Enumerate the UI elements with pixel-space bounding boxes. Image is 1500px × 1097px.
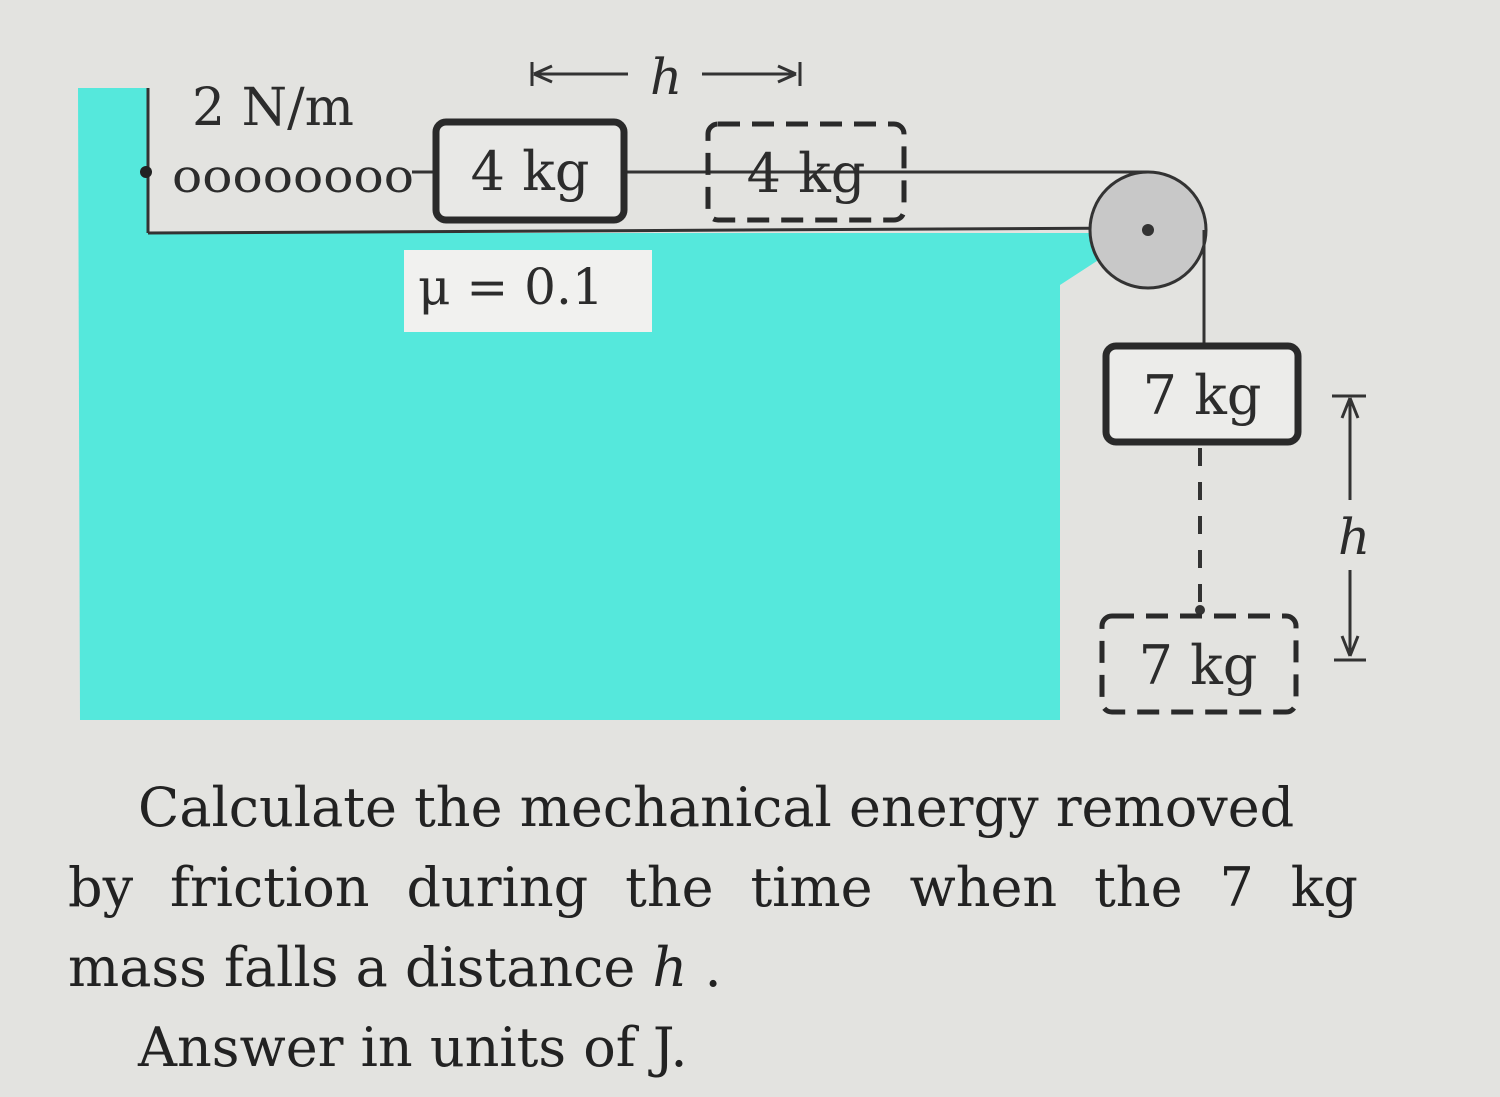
fall-path-end-dot [1195, 605, 1205, 615]
question-var-h: h [652, 936, 688, 999]
spring-anchor-dot [140, 166, 152, 178]
question-line-3: mass falls a distance h . [68, 928, 1368, 1008]
question-text: Calculate the mechanical energy removed … [68, 768, 1368, 1088]
block-4kg-ghost [705, 121, 907, 223]
top-displacement-dimension [530, 62, 802, 86]
question-line-2: by friction during the time when the 7 k… [68, 856, 1358, 919]
block-4kg [432, 118, 628, 224]
top-displacement-h: h [650, 48, 682, 106]
side-displacement-dimension [1332, 394, 1366, 662]
question-line-3-suffix: . [687, 936, 722, 999]
question-line-4: Answer in units of J. [138, 1016, 688, 1079]
block-7kg-ghost [1099, 613, 1299, 715]
question-line-3-prefix: mass falls a distance [68, 936, 653, 999]
block-4kg-label: 4 kg [471, 140, 590, 203]
question-line-1: Calculate the mechanical energy removed [138, 776, 1295, 839]
block-7kg [1102, 342, 1302, 446]
spring-constant-label: 2 N/m [192, 78, 354, 138]
physics-diagram: oooooooo 2 N/m h 4 kg 4 kg μ = 0.1 7 kg … [78, 48, 1370, 720]
block-7kg-label: 7 kg [1143, 364, 1262, 427]
friction-label-box [404, 250, 652, 332]
table-block [78, 88, 1140, 720]
pulley-axle [1142, 224, 1154, 236]
block-7kg-ghost-label: 7 kg [1139, 634, 1258, 697]
block-4kg-ghost-label: 4 kg [747, 142, 866, 205]
spring-coils: oooooooo [172, 149, 414, 203]
table-surface-line [147, 226, 1151, 235]
friction-coefficient-label: μ = 0.1 [418, 258, 604, 316]
side-displacement-h: h [1338, 508, 1370, 566]
